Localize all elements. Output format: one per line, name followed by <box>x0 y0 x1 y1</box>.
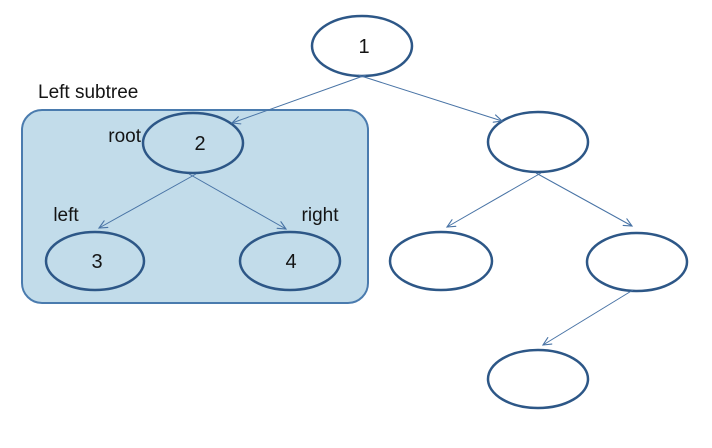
tree-node-rrl <box>486 348 590 410</box>
node-ellipse-2 <box>141 111 245 175</box>
node-ellipse-4 <box>238 230 342 292</box>
tree-node-1: 1 <box>310 14 414 78</box>
edge-1-to-2 <box>230 74 367 125</box>
node-label-4: 4 <box>285 251 296 273</box>
left-subtree-group: Left subtree <box>21 82 369 304</box>
annotation-root: root <box>108 126 141 147</box>
node-ellipse-rr <box>585 231 689 293</box>
tree-node-rr <box>585 231 689 293</box>
node-label-1: 1 <box>358 36 369 58</box>
left-subtree-label: Left subtree <box>38 82 138 103</box>
node-ellipse-r <box>486 110 590 174</box>
tree-node-4: 4 <box>238 230 342 292</box>
edge-r-to-rl <box>445 172 542 228</box>
node-label-3: 3 <box>91 251 102 273</box>
annotation-right: right <box>302 205 340 226</box>
tree-node-3: 3 <box>44 230 146 292</box>
tree-node-rl <box>388 230 494 292</box>
node-ellipse-3 <box>44 230 146 292</box>
edge-1-to-r <box>357 74 504 123</box>
tree-node-r <box>486 110 590 174</box>
edge-2-to-4 <box>188 173 288 230</box>
node-ellipse-rrl <box>486 348 590 410</box>
edge-rr-to-rrl <box>541 289 634 346</box>
edge-2-to-3 <box>97 173 197 229</box>
node-label-2: 2 <box>194 133 205 155</box>
annotation-left: left <box>53 205 79 226</box>
tree-node-2: 2 <box>141 111 245 175</box>
left-subtree-box <box>21 109 369 304</box>
node-ellipse-rl <box>388 230 494 292</box>
edge-r-to-rr <box>535 172 634 227</box>
